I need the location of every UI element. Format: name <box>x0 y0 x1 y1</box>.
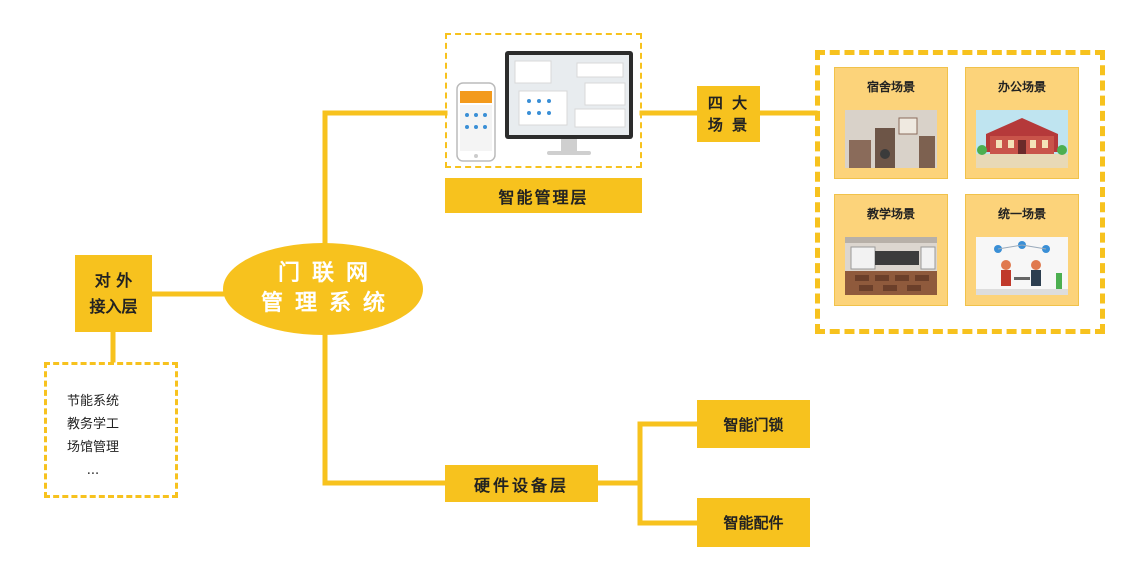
dormitory-illustration <box>845 110 937 168</box>
scene-card-office: 办公场景 <box>965 67 1079 179</box>
office-illustration <box>976 110 1068 168</box>
scene-card-dormitory: 宿舍场景 <box>834 67 948 179</box>
list-item: ... <box>86 463 100 478</box>
devices-illustration <box>456 51 633 162</box>
unified-illustration <box>976 237 1068 295</box>
classroom-illustration <box>845 237 937 295</box>
four-scenes-node: 四 大 场 景 <box>697 86 760 142</box>
external-systems-frame <box>44 362 178 498</box>
external-access-line1: 对 外 <box>94 270 133 290</box>
scene-title: 办公场景 <box>997 80 1046 94</box>
smart-lock-node: 智能门锁 <box>697 400 810 448</box>
hardware-layer-label: 硬件设备层 <box>473 475 569 495</box>
list-item: 节能系统 <box>66 394 119 409</box>
smart-management-label: 智能管理层 <box>498 187 589 207</box>
four-scenes-line2: 场 景 <box>707 116 750 134</box>
external-access-line2: 接入层 <box>89 296 138 316</box>
center-line1: 门联网 <box>277 261 380 286</box>
scene-title: 教学场景 <box>866 207 915 221</box>
external-access-layer: 对 外 接入层 <box>75 255 152 332</box>
devices-image-frame <box>445 33 642 168</box>
iot-management-system-node: 门联网 管理系统 <box>223 243 423 335</box>
smart-accessories-label: 智能配件 <box>723 514 784 532</box>
list-item: 教务学工 <box>66 417 119 432</box>
scene-card-unified: 统一场景 <box>965 194 1079 306</box>
scene-title: 统一场景 <box>997 207 1046 221</box>
list-item: 场馆管理 <box>66 440 119 455</box>
center-line2: 管理系统 <box>260 291 397 316</box>
scene-title: 宿舍场景 <box>866 80 915 94</box>
four-scenes-line1: 四 大 <box>707 94 750 112</box>
scene-card-teaching: 教学场景 <box>834 194 948 306</box>
hardware-layer: 硬件设备层 <box>445 465 598 502</box>
external-systems-list: 节能系统 教务学工 场馆管理 ... <box>48 390 138 482</box>
smart-accessories-node: 智能配件 <box>697 498 810 547</box>
scenes-frame <box>815 50 1105 334</box>
smart-lock-label: 智能门锁 <box>723 415 784 434</box>
smart-management-layer: 智能管理层 <box>445 178 642 213</box>
